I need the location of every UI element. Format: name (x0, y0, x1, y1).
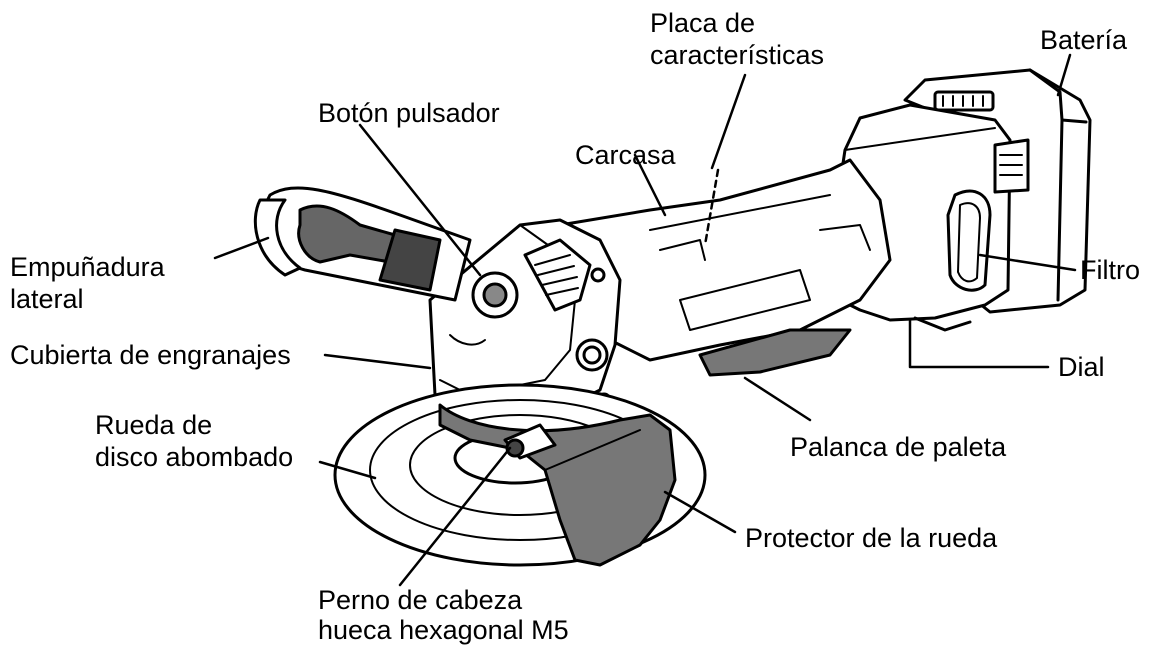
leader-perno (398, 446, 512, 587)
leader-filtro (978, 253, 1077, 272)
label-perno-line1: Perno de cabeza (318, 585, 523, 615)
label-boton-pulsador: Botón pulsador (318, 98, 500, 128)
label-palanca: Palanca de paleta (790, 432, 1007, 462)
hex-bolt (503, 423, 557, 460)
leader-dial (908, 318, 1050, 369)
leader-bateria (1056, 53, 1072, 97)
wheel-guard (438, 403, 677, 567)
leader-empunadura (213, 236, 270, 260)
label-perno-line2: hueca hexagonal M5 (318, 615, 569, 645)
leader-protector (663, 490, 737, 534)
label-placa-line1: Placa de (650, 8, 756, 38)
label-protector: Protector de la rueda (745, 523, 998, 553)
gear-housing (428, 218, 622, 417)
label-dial: Dial (1058, 352, 1105, 382)
label-rueda-line2: disco abombado (95, 442, 294, 472)
leader-boton (358, 123, 482, 277)
label-carcasa: Carcasa (575, 140, 676, 170)
main-body (558, 158, 892, 377)
leader-lines (213, 53, 1077, 587)
leader-placa (710, 73, 747, 170)
label-cubierta: Cubierta de engranajes (10, 340, 291, 370)
leader-palanca (743, 376, 812, 422)
label-empunadura-line1: Empuñadura (10, 252, 165, 282)
label-placa-line2: características (650, 40, 825, 70)
label-rueda-line1: Rueda de (95, 410, 213, 440)
side-handle (253, 186, 472, 302)
label-empunadura-line2: lateral (10, 284, 84, 314)
label-filtro: Filtro (1080, 255, 1140, 285)
leader-carcasa (633, 153, 667, 217)
label-bateria: Batería (1040, 25, 1128, 55)
leader-cubierta (323, 353, 432, 370)
leader-rueda (318, 460, 377, 480)
